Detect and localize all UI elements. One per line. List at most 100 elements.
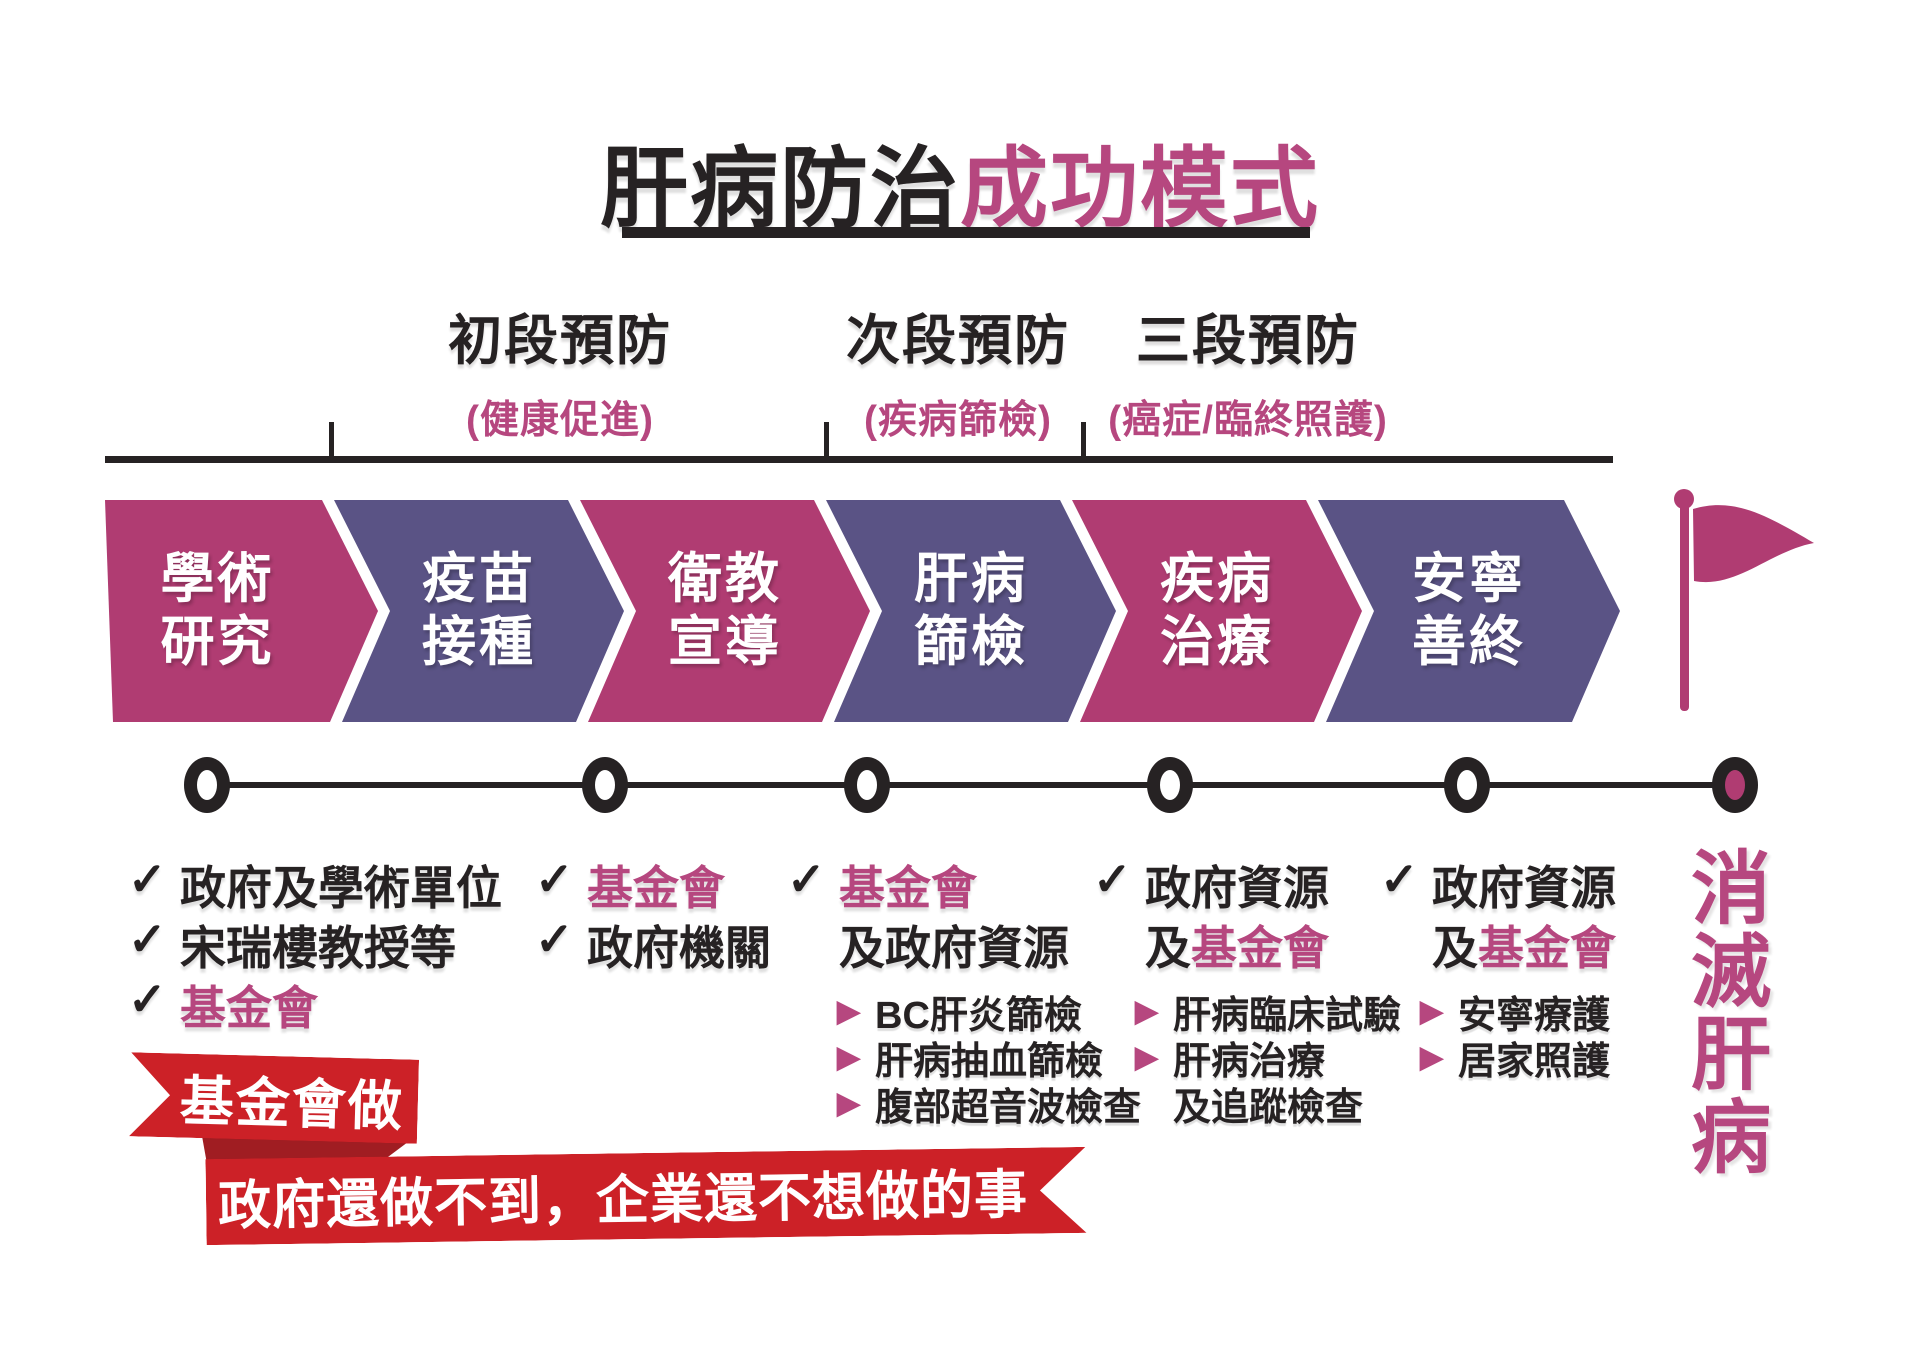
timeline-dot-2 [582, 757, 628, 813]
ribbon-banner-text: 政府還做不到，企業還不想做的事 [217, 1165, 1029, 1236]
checklist-text: 政府資源 [1432, 862, 1616, 914]
sub-item: ▶ 肝病抽血篩檢 [837, 1034, 1141, 1083]
checklist-item: 及政府資源 [787, 912, 1141, 974]
checklist-item: ✓ 基金會 [535, 852, 771, 914]
chevron-label-line2: 研究 [160, 612, 275, 672]
stage-sublabel: (健康促進) [466, 399, 654, 442]
ribbon-badge: 基金會做 [129, 1052, 419, 1144]
checklist-academic-research: ✓ 政府及學術單位 ✓ 宋瑞樓教授等 ✓ 基金會 [128, 852, 502, 1034]
chevron-label-line1: 疾病 [1160, 549, 1274, 609]
page-title: 肝病防治成功模式 [0, 118, 1920, 245]
checklist-item: 及基金會 [1093, 912, 1401, 974]
checklist-text: 及政府資源 [839, 922, 1069, 974]
checklist-text: 及 [1432, 922, 1478, 974]
checklist-text: 及 [1145, 922, 1191, 974]
chevron-label-line2: 篩檢 [914, 612, 1028, 672]
chevron-liver-screening: 肝病 篩檢 [826, 500, 1116, 722]
sub-item: 及追蹤檢查 [1135, 1080, 1401, 1129]
checklist-item: ✓ 基金會 [787, 852, 1141, 914]
sub-checklist: ▶ BC肝炎篩檢 ▶ 肝病抽血篩檢 ▶ 腹部超音波檢查 [837, 988, 1141, 1129]
chevron-disease-treatment: 疾病 治療 [1072, 500, 1362, 722]
checklist-text: 政府及學術單位 [180, 862, 502, 914]
triangle-bullet-icon: ▶ [1420, 1040, 1444, 1074]
checklist-item: ✓ 宋瑞樓教授等 [128, 912, 502, 974]
chevron-label-line1: 衛教 [668, 549, 782, 609]
checklist-text: 宋瑞樓教授等 [180, 922, 456, 974]
sub-item: ▶ 安寧療護 [1420, 988, 1616, 1037]
sub-item-text: 肝病抽血篩檢 [875, 1040, 1104, 1083]
checklist-text-accent: 基金會 [1478, 922, 1616, 974]
check-icon: ✓ [128, 853, 167, 905]
sub-item-text: 安寧療護 [1458, 994, 1611, 1037]
sub-item-text: BC肝炎篩檢 [875, 994, 1082, 1037]
chevron-label-line1: 疫苗 [422, 549, 536, 609]
sub-item-text: 及追蹤檢查 [1173, 1086, 1364, 1129]
triangle-bullet-icon: ▶ [1420, 994, 1444, 1028]
chevron-label-line1: 安寧 [1412, 549, 1526, 609]
checklist-text: 基金會 [839, 862, 977, 914]
stage-ruler [105, 456, 1613, 463]
ribbon-badge-text: 基金會做 [179, 1071, 405, 1137]
stage-label: 初段預防 [448, 311, 672, 371]
checklist-item: ✓ 政府機關 [535, 912, 771, 974]
sub-item: ▶ 肝病臨床試驗 [1135, 988, 1401, 1037]
stage-tick-1 [329, 422, 334, 463]
sub-item: ▶ BC肝炎篩檢 [837, 988, 1141, 1037]
check-icon: ✓ [1380, 853, 1419, 905]
check-icon: ✓ [535, 853, 574, 905]
triangle-bullet-icon: ▶ [837, 994, 861, 1028]
timeline-dot-3 [844, 757, 890, 813]
timeline-dot-1 [184, 757, 230, 813]
chevron-hospice-care: 安寧 善終 [1318, 500, 1620, 722]
chevron-label-line2: 宣導 [668, 612, 782, 672]
check-icon: ✓ [787, 853, 826, 905]
triangle-bullet-icon: ▶ [1135, 1040, 1159, 1074]
timeline-line [207, 782, 1735, 788]
checklist-item: ✓ 政府資源 [1380, 852, 1616, 914]
chevron-vaccination: 疫苗 接種 [334, 500, 624, 722]
chevron-label-line2: 善終 [1412, 612, 1526, 672]
sub-item-text: 肝病治療 [1173, 1040, 1326, 1083]
sub-item-text: 居家照護 [1458, 1040, 1611, 1083]
checklist-text: 政府資源 [1145, 862, 1329, 914]
checklist-text: 政府機關 [587, 922, 771, 974]
timeline-dot-goal [1712, 757, 1758, 813]
stage-header-secondary: 次段預防 (疾病篩檢) [846, 296, 1070, 445]
triangle-bullet-icon: ▶ [837, 1040, 861, 1074]
triangle-bullet-icon: ▶ [837, 1086, 861, 1120]
checklist-text-accent: 基金會 [1191, 922, 1329, 974]
checklist-item: ✓ 政府資源 [1093, 852, 1401, 914]
title-underline [622, 227, 1310, 238]
sub-item: ▶ 腹部超音波檢查 [837, 1080, 1141, 1129]
chevron-label-line2: 治療 [1160, 612, 1274, 672]
goal-flag-icon [1674, 489, 1814, 711]
chevron-academic-research: 學術 研究 [105, 500, 378, 722]
checklist-disease-treatment: ✓ 政府資源 及基金會 ▶ 肝病臨床試驗 ▶ 肝病治療 及追蹤檢查 [1093, 852, 1401, 1129]
timeline-dot-5 [1444, 757, 1490, 813]
checklist-health-education: ✓ 基金會 及政府資源 ▶ BC肝炎篩檢 ▶ 肝病抽血篩檢 ▶ 腹部超音波檢查 [787, 852, 1141, 1129]
sub-item: ▶ 肝病治療 [1135, 1034, 1401, 1083]
chevron-health-education: 衛教 宣導 [580, 500, 870, 722]
title-prefix: 肝病防治 [599, 139, 960, 238]
checklist-vaccination: ✓ 基金會 ✓ 政府機關 [535, 852, 771, 974]
stage-sublabel: (癌症/臨終照護) [1108, 399, 1388, 442]
checklist-item: 及基金會 [1380, 912, 1616, 974]
checklist-text: 基金會 [587, 862, 725, 914]
checklist-hospice-care: ✓ 政府資源 及基金會 ▶ 安寧療護 ▶ 居家照護 [1380, 852, 1616, 1083]
ribbon-banner: 政府還做不到，企業還不想做的事 [205, 1147, 1086, 1245]
stage-label: 三段預防 [1136, 311, 1360, 371]
check-icon: ✓ [128, 973, 167, 1025]
sub-item: ▶ 居家照護 [1420, 1034, 1616, 1083]
sub-checklist: ▶ 安寧療護 ▶ 居家照護 [1420, 988, 1616, 1083]
goal-text: 消滅肝病 [1680, 846, 1769, 1178]
checklist-item: ✓ 基金會 [128, 972, 502, 1034]
stage-header-tertiary: 三段預防 (癌症/臨終照護) [1108, 296, 1388, 445]
triangle-bullet-icon: ▶ [1135, 994, 1159, 1028]
checklist-text: 基金會 [180, 982, 318, 1034]
chevron-label-line2: 接種 [422, 612, 536, 672]
sub-item-text: 肝病臨床試驗 [1173, 994, 1402, 1037]
chevron-label-line1: 肝病 [914, 549, 1028, 609]
stage-label: 次段預防 [846, 311, 1070, 371]
checklist-item: ✓ 政府及學術單位 [128, 852, 502, 914]
